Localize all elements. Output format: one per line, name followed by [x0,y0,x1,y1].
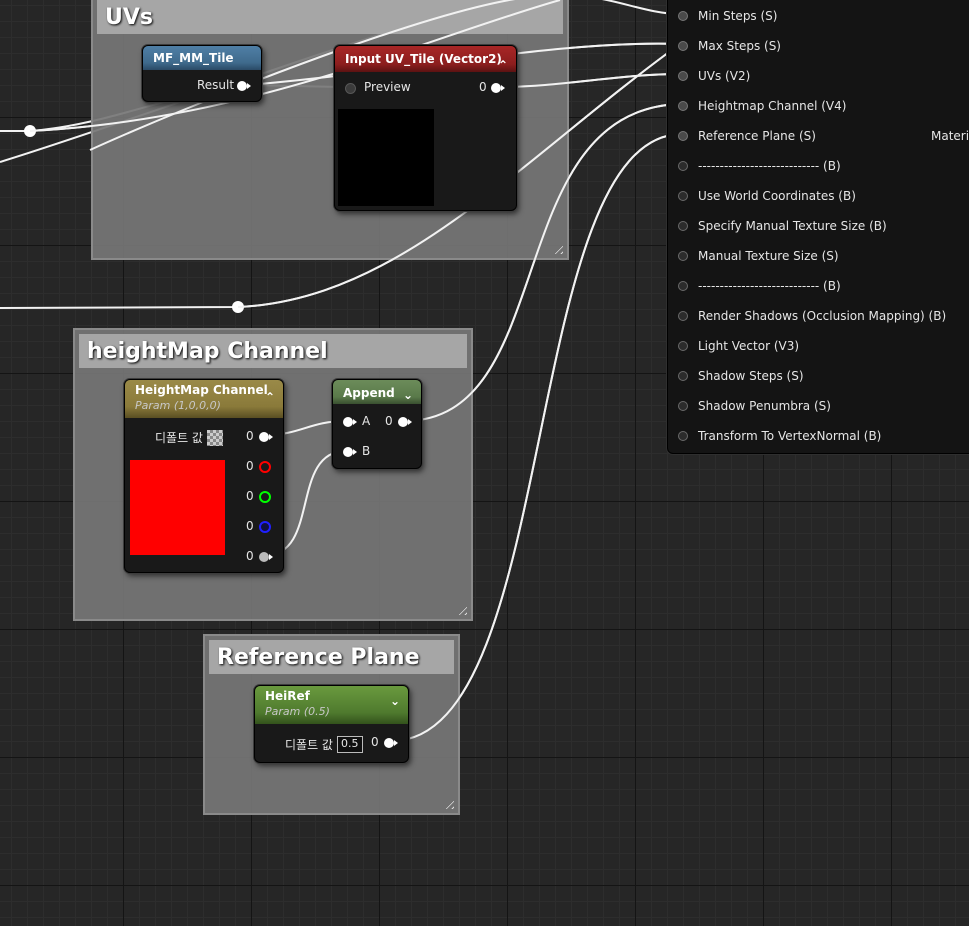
input-pin[interactable] [678,131,688,141]
input-label: ---------------------------- (B) [698,159,841,173]
input-pin[interactable] [678,161,688,171]
input-pin-a[interactable] [343,417,357,427]
output-pin-b[interactable] [259,521,271,533]
wire-uv-to-uvs [499,73,681,88]
wire-append-to-heightmap [404,103,681,422]
input-label: Specify Manual Texture Size (B) [698,219,887,233]
output-value-g: 0 [246,489,254,503]
wire-min-steps [601,0,681,15]
input-label: Shadow Penumbra (S) [698,399,831,413]
input-pin-preview[interactable] [345,83,356,94]
input-pin[interactable] [678,431,688,441]
node-heiref-param[interactable]: HeiRef Param (0.5) ⌄ 디폴트 값 0.5 0 [254,685,409,763]
output-pin-g[interactable] [259,491,271,503]
expand-arrow-icon[interactable]: ⌄ [389,694,400,708]
output-value-b: 0 [246,519,254,533]
input-pin[interactable] [678,71,688,81]
input-pin[interactable] [678,251,688,261]
node-append[interactable]: Append ⌄ A 0 B [332,379,422,469]
output-pin-a[interactable] [259,552,273,562]
default-value-text: 0.5 [341,737,359,750]
input-label: Light Vector (V3) [698,339,800,353]
output-value-label: 0 [371,735,379,749]
input-label: Min Steps (S) [698,9,778,23]
node-title: Append [343,386,395,400]
input-pin[interactable] [678,281,688,291]
node-header: MF_MM_Tile [143,46,261,70]
comment-box-uvs[interactable]: UVs [91,0,569,260]
input-label-b: B [362,444,371,458]
collapse-arrow-icon[interactable]: ⌃ [264,390,275,404]
node-subtitle: Param (0.5) [265,705,330,718]
output-pin[interactable] [491,83,505,93]
node-title: MF_MM_Tile [153,51,234,65]
output-value-r: 0 [246,459,254,473]
default-value-label: 디폴트 값 [155,431,203,445]
default-value-label: 디폴트 값 [285,738,333,752]
node-subtitle: Param (1,0,0,0) [135,399,221,412]
output-label-result: Result [197,78,235,92]
input-pin[interactable] [678,341,688,351]
output-pin-rgba[interactable] [259,432,273,442]
input-pin[interactable] [678,11,688,21]
input-label: Use World Coordinates (B) [698,189,856,203]
input-pin[interactable] [678,401,688,411]
default-value-field[interactable]: 0.5 [337,736,363,753]
checker-texture-icon[interactable] [207,430,223,446]
input-label-a: A [362,414,371,428]
output-value-rgba: 0 [246,429,254,443]
comment-title-reference-plane[interactable]: Reference Plane [209,640,454,674]
node-title-partial: Materia [931,129,969,143]
node-input-uv-tile[interactable]: Input UV_Tile (Vector2) ⌃ Preview 0 [334,45,517,211]
input-label: Reference Plane (S) [698,129,816,143]
output-value-label: 0 [385,414,393,428]
wire-bottom-reroute [237,43,681,308]
output-value-a: 0 [246,549,254,563]
output-pin[interactable] [398,417,412,427]
input-label-preview: Preview [364,80,411,94]
node-header: HeightMap Channel Param (1,0,0,0) ⌃ [125,380,283,418]
color-swatch[interactable] [130,460,225,555]
wire-reroute-top [29,0,561,132]
node-mf-mm-tile[interactable]: MF_MM_Tile Result [142,45,262,102]
collapse-arrow-icon[interactable]: ⌃ [497,58,508,72]
output-pin[interactable] [237,81,251,91]
node-title: HeiRef [265,689,310,703]
input-pin[interactable] [678,371,688,381]
node-title: HeightMap Channel [135,383,268,397]
node-header: HeiRef Param (0.5) ⌄ [255,686,408,724]
material-function-node[interactable]: Materia Min Steps (S) Max Steps (S) UVs … [667,0,969,454]
input-pin[interactable] [678,221,688,231]
input-pin[interactable] [678,41,688,51]
output-pin-r[interactable] [259,461,271,473]
expand-arrow-icon[interactable]: ⌄ [402,388,413,402]
input-label: Manual Texture Size (S) [698,249,839,263]
output-value-label: 0 [479,80,487,94]
preview-thumbnail [338,109,434,206]
input-pin[interactable] [678,311,688,321]
input-label: UVs (V2) [698,69,751,83]
node-header: Input UV_Tile (Vector2) ⌃ [335,46,516,72]
input-label: Render Shadows (Occlusion Mapping) (B) [698,309,947,323]
wire-heiref-to-refplane [391,133,681,742]
comment-title-uvs[interactable]: UVs [97,0,563,34]
comment-title-heightmap-channel[interactable]: heightMap Channel [79,334,467,368]
input-label: Max Steps (S) [698,39,781,53]
input-pin[interactable] [678,191,688,201]
input-pin[interactable] [678,101,688,111]
node-title: Input UV_Tile (Vector2) [345,52,502,66]
input-label: Heightmap Channel (V4) [698,99,847,113]
input-label: Shadow Steps (S) [698,369,804,383]
output-pin[interactable] [384,738,398,748]
input-label: Transform To VertexNormal (B) [698,429,882,443]
input-label: ---------------------------- (B) [698,279,841,293]
node-heightmap-channel-param[interactable]: HeightMap Channel Param (1,0,0,0) ⌃ 디폴트 … [124,379,284,573]
input-pin-b[interactable] [343,447,357,457]
node-header: Append ⌄ [333,380,421,404]
